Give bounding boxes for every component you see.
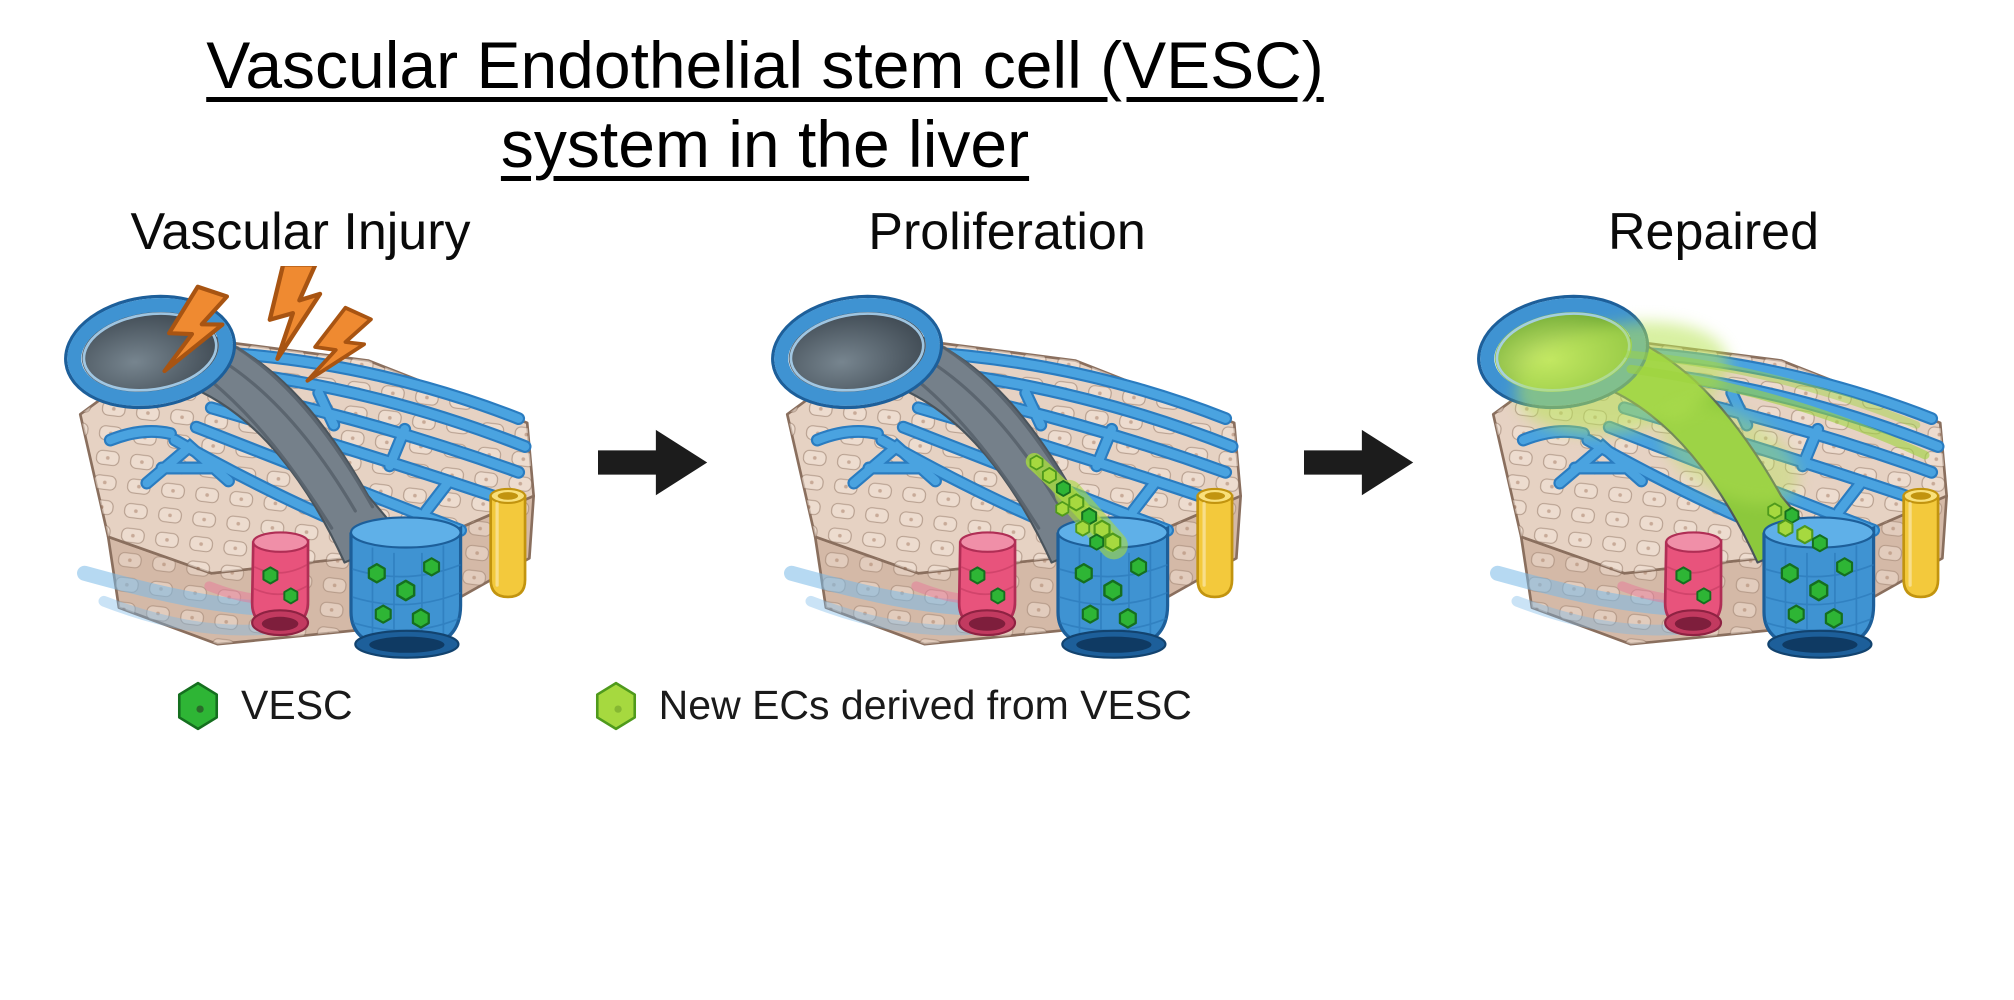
arrow-cell-1 xyxy=(597,428,710,497)
illustration-vascular-injury xyxy=(48,266,553,664)
title-line-1: Vascular Endothelial stem cell (VESC) xyxy=(206,28,1324,102)
right-arrow-icon xyxy=(597,430,707,496)
panel-repaired: Repaired xyxy=(1461,202,1966,664)
vesc-hexagon-icon xyxy=(177,681,219,731)
legend-item-vesc: VESC xyxy=(175,680,353,732)
title-line-2: system in the liver xyxy=(500,107,1030,182)
panel-title-vascular-injury: Vascular Injury xyxy=(130,203,471,262)
figure-title: Vascular Endothelial stem cell (VESC) sy… xyxy=(0,26,1530,184)
illustration-proliferation xyxy=(755,266,1260,664)
legend-label-new-ecs: New ECs derived from VESC xyxy=(658,682,1192,729)
panel-proliferation: Proliferation xyxy=(755,202,1260,664)
new-ecs-hexagon-icon xyxy=(595,681,636,731)
figure-row: Vascular Injury Proliferation xyxy=(0,202,2014,664)
arrow-cell-2 xyxy=(1304,428,1416,497)
panel-title-proliferation: Proliferation xyxy=(868,203,1146,262)
right-arrow-icon xyxy=(1304,430,1414,496)
legend: VESC New ECs derived from VESC xyxy=(175,680,2014,732)
legend-label-vesc: VESC xyxy=(241,682,353,729)
illustration-repaired xyxy=(1461,266,1966,664)
legend-item-new-ecs: New ECs derived from VESC xyxy=(593,680,1192,732)
panel-vascular-injury: Vascular Injury xyxy=(48,202,553,664)
panel-title-repaired: Repaired xyxy=(1607,203,1820,262)
